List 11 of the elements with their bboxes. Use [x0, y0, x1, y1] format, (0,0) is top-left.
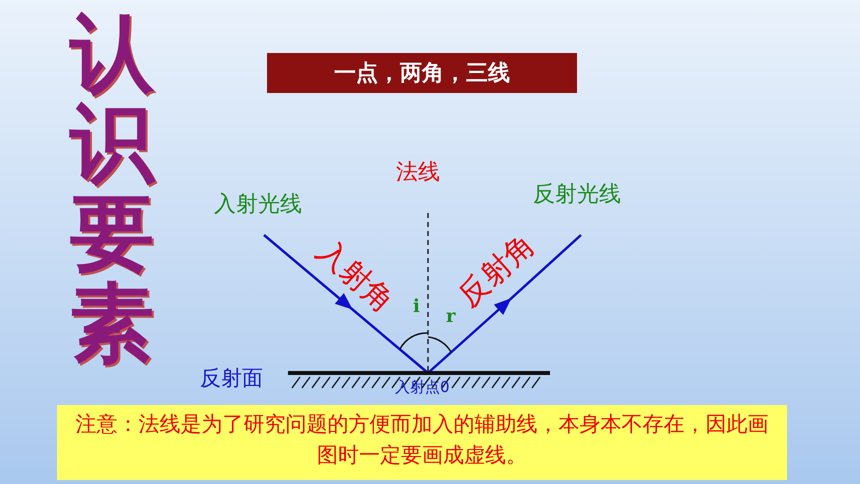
incident-ray-label: 入射光线: [214, 194, 302, 216]
incidence-angle-label: 入射角: [312, 236, 398, 318]
incidence-point-label: 入射点0: [395, 380, 450, 395]
note-box: 注意：法线是为了研究问题的方便而加入的辅助线，本身本不存在，因此画图时一定要画成虚线。: [57, 405, 787, 480]
reflection-angle-label: 反射角: [454, 230, 540, 312]
angle-symbol: r: [446, 308, 456, 326]
heading-box: 一点，两角，三线: [267, 53, 577, 93]
angle-symbol: i: [413, 298, 420, 316]
normal-label: 法线: [396, 162, 440, 184]
slide-title: 认识要素: [68, 8, 156, 368]
reflected-ray-label: 反射光线: [533, 184, 621, 206]
